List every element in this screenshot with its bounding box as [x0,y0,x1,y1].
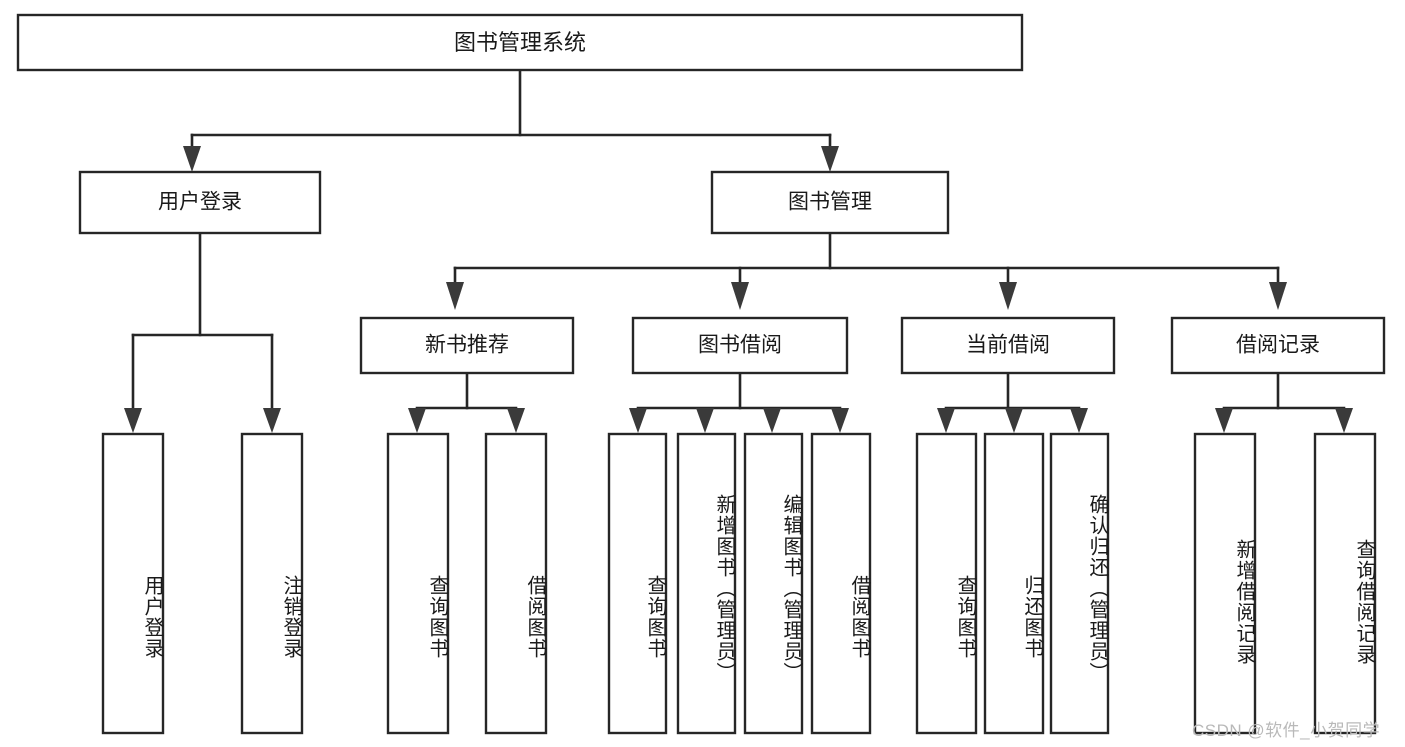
arrow-icon-new-book-rec [446,282,464,310]
connector-group-new-book-rec [408,371,525,433]
leaf-box-edit-book[interactable] [743,432,804,735]
connector-group-book-manage [446,231,1287,310]
arrow-icon-leaf-add-record [1215,408,1233,433]
node-new-book-rec-label: 新书推荐 [425,334,509,357]
node-new-book-rec[interactable]: 新书推荐 [359,316,575,375]
leaf-box-add-book[interactable] [676,432,737,735]
leaf-boxes [101,432,1377,735]
node-book-borrow-label: 图书借阅 [698,334,782,357]
arrow-icon-leaf-logout [263,408,281,433]
node-root-box[interactable] [16,13,1024,72]
arrow-icon-leaf-return-book [1005,408,1023,433]
arrow-icon-root-user-login [183,146,201,172]
leaf-box-borrow-book-2[interactable] [810,432,872,735]
node-borrow-record-label: 借阅记录 [1236,334,1320,357]
connector-group-user-login [124,231,281,433]
arrow-icon-leaf-add-book [696,408,714,433]
leaf-box-logout[interactable] [240,432,304,735]
leaf-box-query-book-3[interactable] [915,432,978,735]
arrow-icon-leaf-query-book-2 [629,408,647,433]
arrow-icon-leaf-user-login [124,408,142,433]
arrow-icon-leaf-confirm-return [1070,408,1088,433]
node-book-borrow-box[interactable] [631,316,849,375]
leaf-box-return-book[interactable] [983,432,1045,735]
connector-group-current-borrow [937,371,1088,433]
arrow-icon-leaf-query-record [1335,408,1353,433]
node-new-book-rec-box[interactable] [359,316,575,375]
leaf-box-query-book-2[interactable] [607,432,668,735]
arrow-icon-leaf-borrow-book-1 [507,408,525,433]
node-book-manage[interactable]: 图书管理 [710,170,950,235]
leaf-box-user-login[interactable] [101,432,165,735]
arrow-icon-leaf-query-book-1 [408,408,426,433]
arrow-icon-leaf-edit-book [763,408,781,433]
node-user-login[interactable]: 用户登录 [78,170,322,235]
leaf-box-add-record[interactable] [1193,432,1257,735]
node-user-login-label: 用户登录 [158,191,242,214]
node-root[interactable]: 图书管理系统 [16,13,1024,72]
arrow-icon-current-borrow [999,282,1017,310]
node-current-borrow[interactable]: 当前借阅 [900,316,1116,375]
node-borrow-record[interactable]: 借阅记录 [1170,316,1386,375]
arrow-icon-borrow-record [1269,282,1287,310]
connector-group-book-borrow [629,371,849,433]
leaf-box-query-record[interactable] [1313,432,1377,735]
connector-group-root [183,68,839,172]
connector-group-borrow-record [1215,371,1353,433]
leaf-box-borrow-book-1[interactable] [484,432,548,735]
arrow-icon-root-book-manage [821,146,839,172]
node-current-borrow-label: 当前借阅 [966,334,1050,357]
node-user-login-box[interactable] [78,170,322,235]
arrow-icon-leaf-query-book-3 [937,408,955,433]
node-borrow-record-box[interactable] [1170,316,1386,375]
node-book-manage-label: 图书管理 [788,191,872,214]
leaf-box-confirm-return[interactable] [1049,432,1110,735]
node-book-manage-box[interactable] [710,170,950,235]
leaf-box-query-book-1[interactable] [386,432,450,735]
node-current-borrow-box[interactable] [900,316,1116,375]
arrow-icon-book-borrow [731,282,749,310]
csdn-watermark: CSDN @软件_小贺同学 [1192,721,1381,740]
arrow-icon-leaf-borrow-book-2 [831,408,849,433]
node-root-label: 图书管理系统 [454,30,586,55]
node-book-borrow[interactable]: 图书借阅 [631,316,849,375]
